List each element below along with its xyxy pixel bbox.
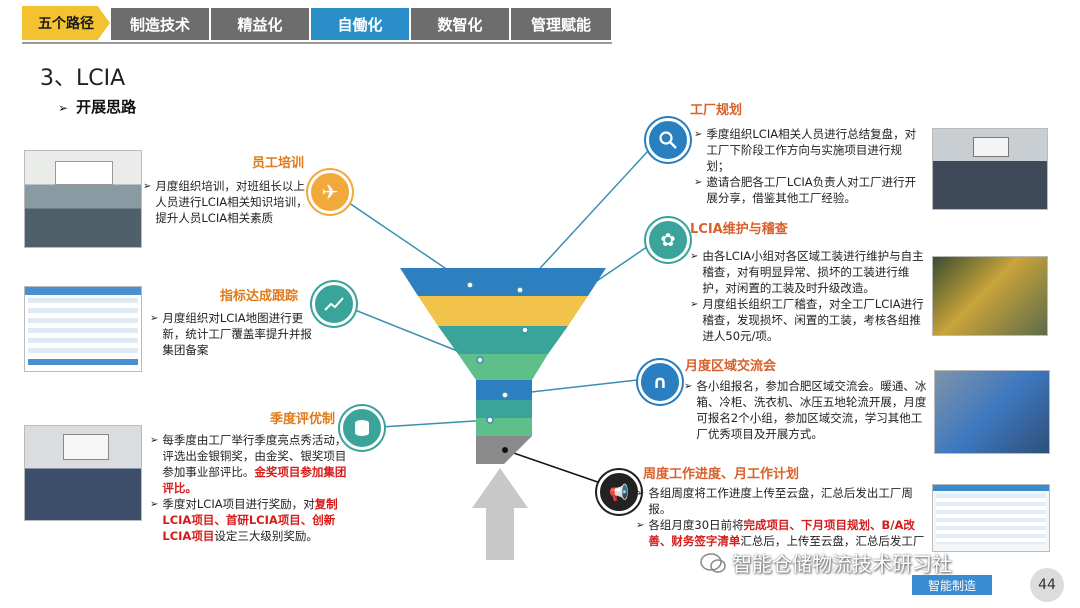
weekly-title: 周度工作进度、月工作计划: [643, 467, 800, 482]
bullet-icon: ➢: [694, 177, 703, 188]
tracking-text: ➢月度组织对LCIA地图进行更新，统计工厂覆盖率提升并报集团备案: [150, 310, 315, 358]
bullet-icon: ➢: [684, 381, 693, 392]
plan-b2: 邀请合肥各工厂LCIA负责人对工厂进行开展分享，借鉴其他工厂经验。: [706, 175, 917, 205]
watermark-text: 智能仓储物流技术研习社: [732, 552, 952, 576]
weekly-b2-text: 各组月度30日前将: [648, 518, 744, 532]
maint-text: ➢由各LCIA小组对各区域工装进行维护与自主稽查，对有明显异常、损坏的工装进行维…: [690, 248, 926, 344]
chart-icon: [324, 297, 344, 311]
photo-review-meeting: [24, 425, 142, 521]
bullet-icon: ➢: [150, 313, 159, 324]
photo-cloud-drive: [932, 484, 1050, 552]
exchange-text: ➢各小组报名，参加合肥区域交流会。暖通、冰箱、冷柜、洗衣机、冰压五地轮流开展，月…: [684, 378, 928, 442]
photo-exchange-meeting: [934, 370, 1050, 454]
weekly-circle: 📢: [597, 470, 641, 514]
funnel-stem-3: [476, 418, 532, 436]
tab-management[interactable]: 管理赋能: [511, 8, 611, 40]
review-b2-tail: 设定三大级别奖励。: [214, 529, 318, 543]
tab-autonomation[interactable]: 自働化: [311, 8, 409, 40]
search-icon: [659, 131, 677, 149]
weekly-b2-tail: 汇总后，上传至云盘，汇总后发工厂: [740, 534, 925, 548]
plan-circle: [646, 118, 690, 162]
connector-review: [364, 419, 491, 429]
projector-screen: [55, 161, 113, 185]
section-heading: 3、LCIA: [40, 66, 126, 91]
nav-divider: [22, 42, 612, 44]
review-b1-text: 每季度由工厂举行季度亮点秀活动，评选出金银铜奖，由金奖、银奖项目参加事业部评比。: [162, 433, 347, 479]
weekly-b1: 各组周度将工作进度上传至云盘，汇总后发出工厂周报。: [648, 486, 913, 516]
nav-path-label: 五个路径: [22, 6, 110, 40]
watermark: 智能仓储物流技术研习社: [700, 548, 952, 577]
training-text: ➢月度组织培训，对班组长以上人员进行LCIA相关知识培训，提升人员LCIA相关素…: [143, 178, 308, 226]
bullet-icon: ➢: [150, 499, 159, 510]
page-number: 44: [1030, 568, 1064, 602]
funnel-layer-2: [418, 296, 588, 326]
funnel-stem-2: [476, 400, 532, 418]
review-circle: [340, 406, 384, 450]
bullet-icon: ➢: [690, 299, 699, 310]
database-icon: [355, 420, 369, 436]
bullet-icon: ➢: [150, 435, 159, 446]
magnet-icon: ∩: [652, 371, 668, 393]
tracking-title: 指标达成跟踪: [220, 289, 299, 304]
bullet-icon: ➢: [143, 181, 152, 192]
connector-plan: [519, 137, 661, 291]
funnel-layer-1: [400, 268, 606, 296]
bullet-icon: ➢: [694, 129, 703, 140]
megaphone-icon: 📢: [609, 482, 629, 502]
footer-tag: 智能制造: [912, 575, 992, 595]
meeting-screen: [973, 137, 1009, 157]
photo-maintenance-workshop: [932, 256, 1048, 336]
tab-manufacturing-tech[interactable]: 制造技术: [111, 8, 209, 40]
bullet-icon: ➢: [636, 488, 645, 499]
funnel-stem-1: [476, 380, 532, 400]
bullet-icon: ➢: [636, 520, 645, 531]
exchange-circle: ∩: [638, 360, 682, 404]
maint-title: LCIA维护与稽查: [690, 222, 788, 237]
weekly-text: ➢各组周度将工作进度上传至云盘，汇总后发出工厂周报。 ➢各组月度30日前将完成项…: [636, 485, 928, 549]
training-text-body: 月度组织培训，对班组长以上人员进行LCIA相关知识培训，提升人员LCIA相关素质: [155, 179, 308, 225]
tracking-circle: [312, 282, 356, 326]
review-title: 季度评优制: [270, 412, 336, 427]
review-b2-text: 季度对LCIA项目进行奖励，对: [162, 497, 315, 511]
funnel-layer-3: [438, 326, 568, 354]
arrow-bullet-icon: ➢: [58, 101, 69, 115]
plan-title: 工厂规划: [690, 103, 743, 118]
tab-lean[interactable]: 精益化: [211, 8, 309, 40]
exchange-b1: 各小组报名，参加合肥区域交流会。暖通、冰箱、冷柜、洗衣机、冰压五地轮流开展，月度…: [696, 379, 927, 441]
weekly-b2-highlight: 完成项目、下月项目规划、B/A改善、财务签字清单: [648, 518, 915, 548]
funnel-layer-4: [458, 354, 548, 380]
connector-weekly: [504, 449, 616, 489]
training-title: 员工培训: [252, 156, 305, 171]
presentation-screen: [63, 434, 109, 460]
palette-icon: ✿: [660, 229, 676, 251]
review-b1-highlight: 金奖项目参加集团评比。: [162, 465, 347, 495]
tab-digital-intelligence[interactable]: 数智化: [411, 8, 509, 40]
maint-b2: 月度组长组织工厂稽查，对全工厂LCIA进行稽查，发现损坏、闲置的工装，考核各组推…: [702, 297, 924, 343]
photo-training-room: [24, 150, 142, 248]
maint-b1: 由各LCIA小组对各区域工装进行维护与自主稽查，对有明显异常、损坏的工装进行维护…: [702, 249, 924, 295]
review-text: ➢每季度由工厂举行季度亮点秀活动，评选出金银铜奖，由金奖、银奖项目参加事业部评比…: [150, 432, 348, 544]
wechat-icon: [700, 552, 726, 573]
photo-planning-meeting: [932, 128, 1048, 210]
exchange-title: 月度区域交流会: [685, 359, 777, 374]
bullet-icon: ➢: [690, 251, 699, 262]
tracking-text-body: 月度组织对LCIA地图进行更新，统计工厂覆盖率提升并报集团备案: [162, 311, 312, 357]
photo-tracking-table: [24, 286, 142, 372]
subheading-text: 开展思路: [76, 98, 137, 116]
airplane-icon: ✈: [321, 180, 339, 204]
training-circle: ✈: [308, 170, 352, 214]
subheading: ➢ 开展思路: [58, 96, 136, 117]
plan-text: ➢季度组织LCIA相关人员进行总结复盘，对工厂下阶段工作方向与实施项目进行规划；…: [694, 126, 924, 206]
plan-b1: 季度组织LCIA相关人员进行总结复盘，对工厂下阶段工作方向与实施项目进行规划；: [706, 127, 917, 173]
up-arrow: [472, 468, 528, 560]
review-b2-highlight: 复制LCIA项目、首研LCIA项目、创新LCIA项目: [162, 497, 338, 543]
maint-circle: ✿: [646, 218, 690, 262]
